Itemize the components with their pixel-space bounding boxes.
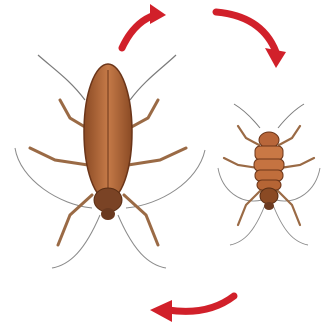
cycle-arrow-bottom bbox=[150, 296, 234, 322]
nymph-cockroach bbox=[218, 104, 320, 245]
cycle-arrow-top-right bbox=[216, 12, 286, 68]
adult-cockroach bbox=[15, 55, 205, 268]
cycle-arrow-top-left bbox=[122, 4, 166, 48]
